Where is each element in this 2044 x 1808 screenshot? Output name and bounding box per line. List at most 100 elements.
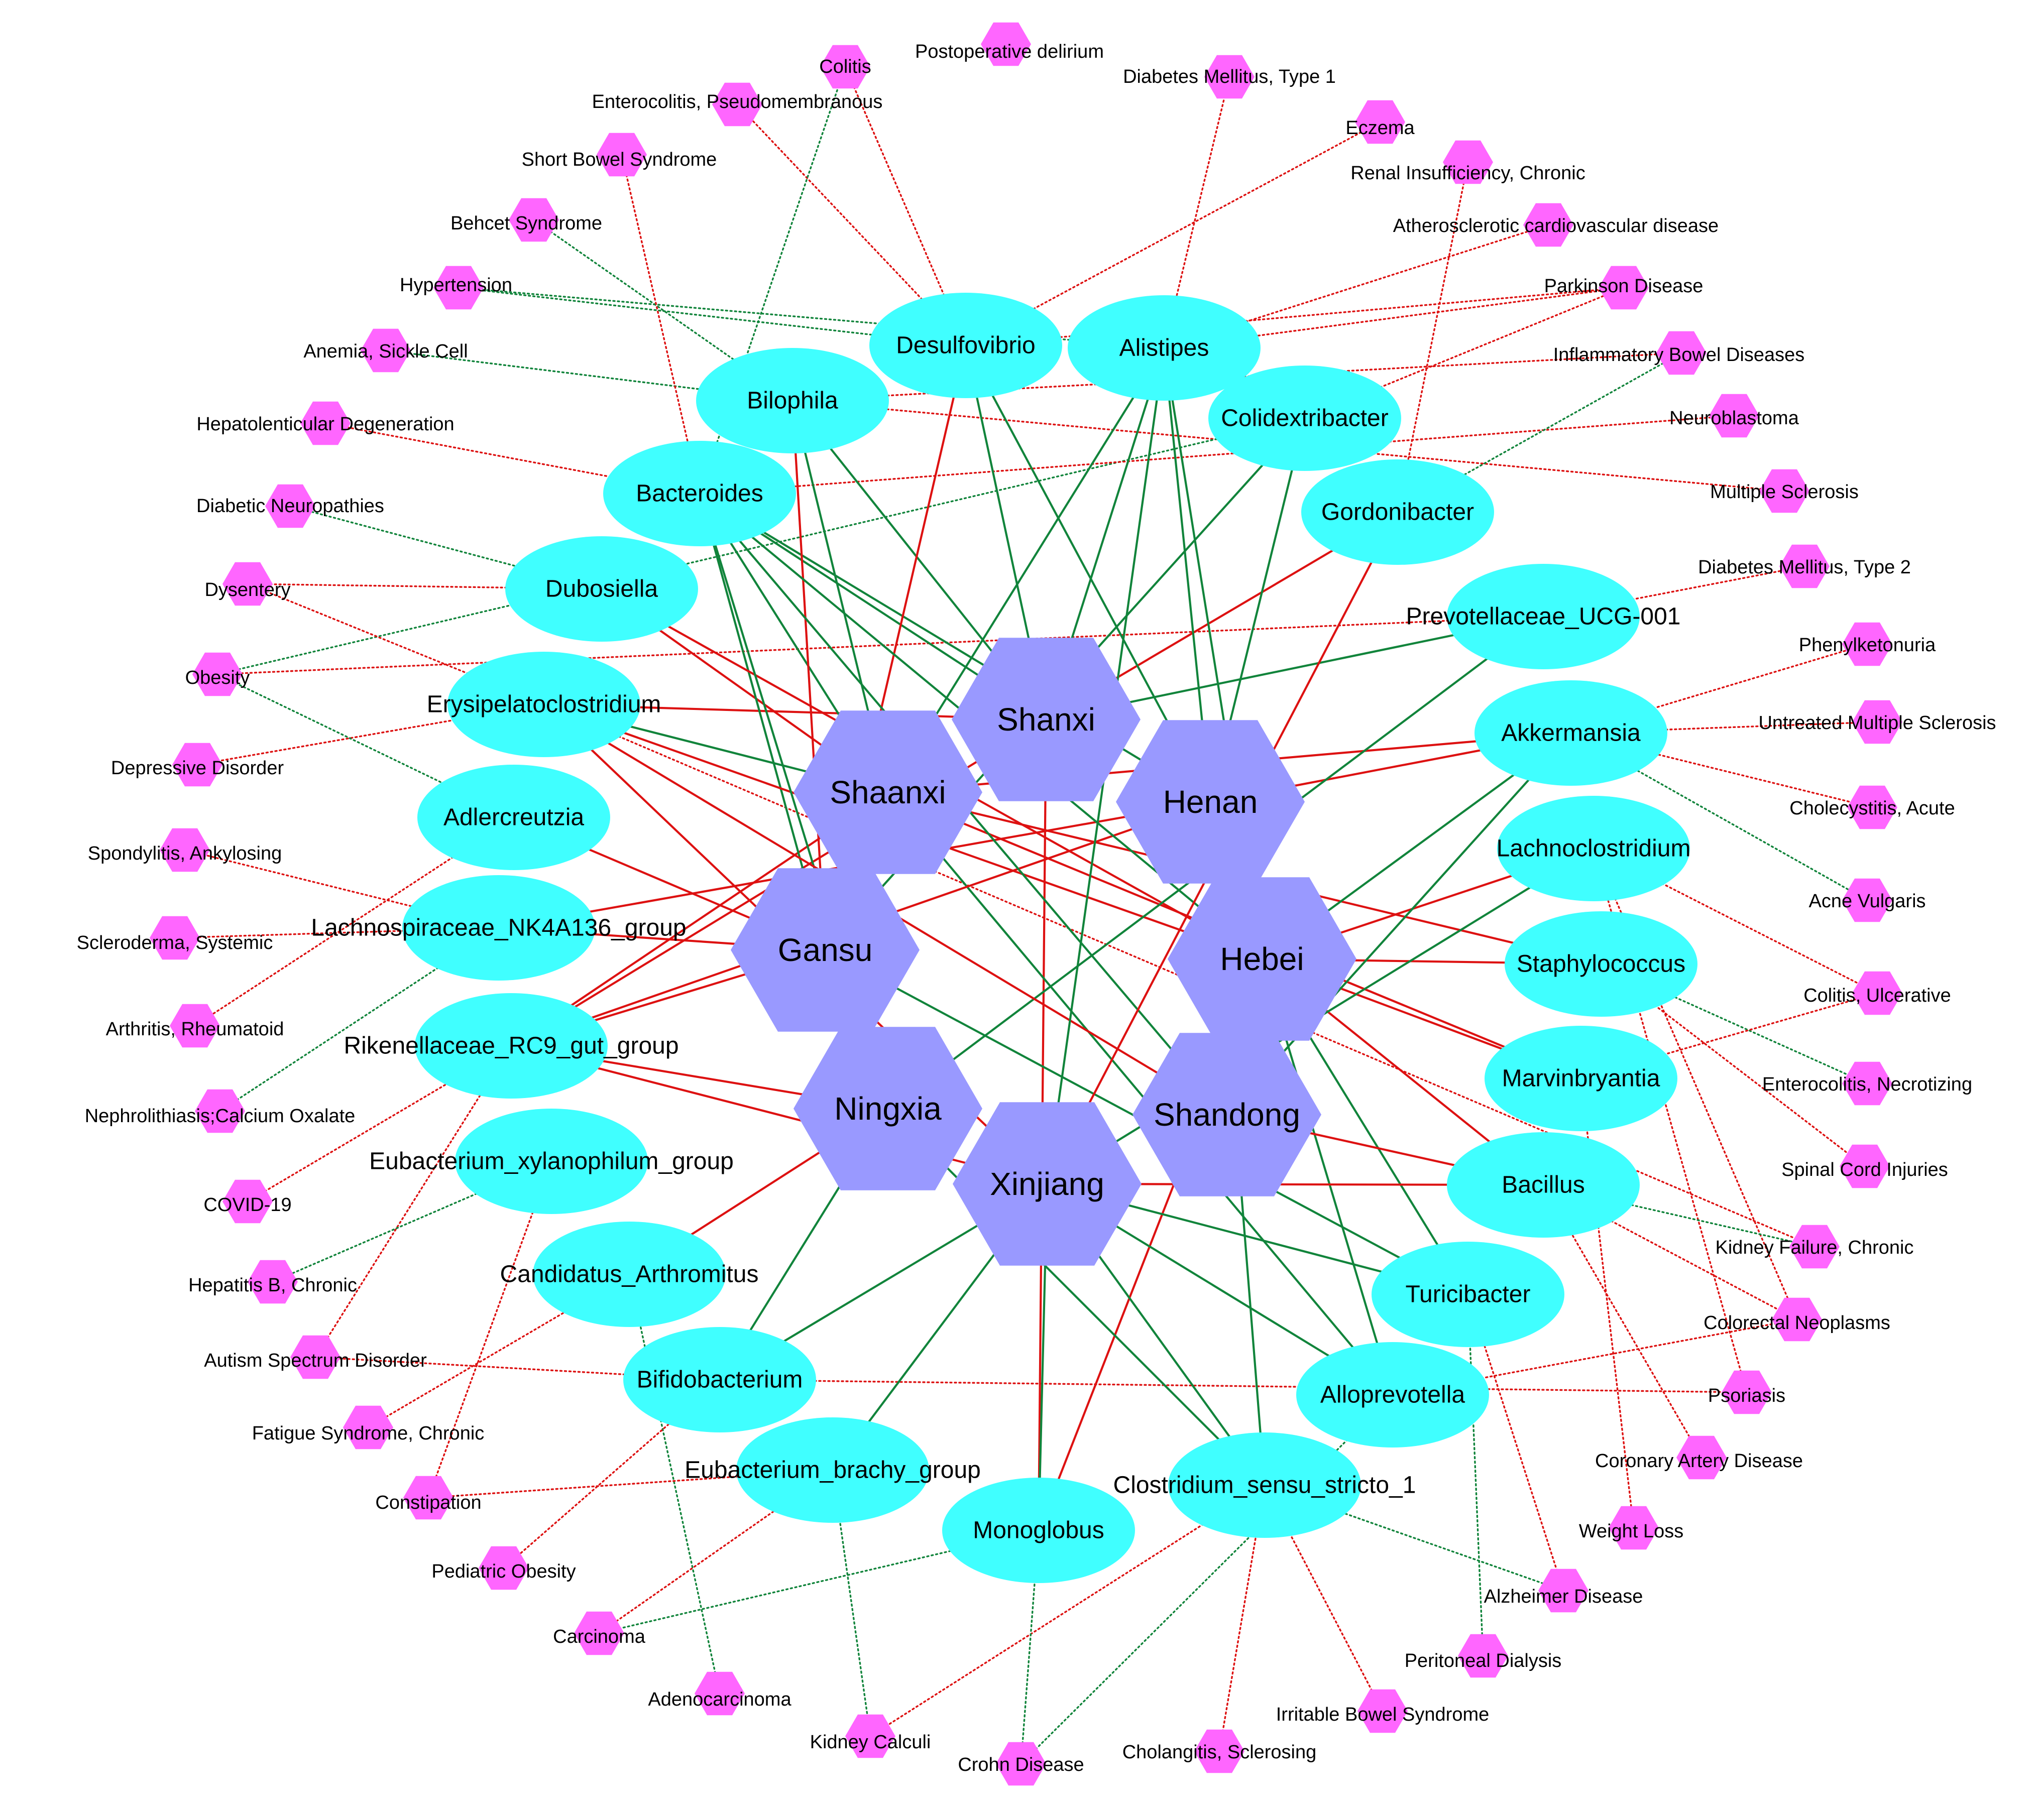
disease-node-scleroderma-systemic[interactable]: Scleroderma, Systemic [77,916,273,960]
disease-node-cholecystitis-acute[interactable]: Cholecystitis, Acute [1789,785,1955,829]
disease-node-neuroblastoma[interactable]: Neuroblastoma [1669,394,1799,438]
genus-node-akkermansia[interactable]: Akkermansia [1474,680,1667,786]
genus-node-eubacterium-brachy-group[interactable]: Eubacterium_brachy_group [685,1417,981,1523]
province-node-ningxia[interactable]: Ningxia [793,1027,982,1190]
genus-node-colidextribacter[interactable]: Colidextribacter [1208,366,1401,471]
genus-node-gordonibacter[interactable]: Gordonibacter [1301,459,1494,565]
disease-node-diabetes-mellitus-type-2[interactable]: Diabetes Mellitus, Type 2 [1698,544,1911,588]
disease-node-arthritis-rheumatoid[interactable]: Arthritis, Rheumatoid [106,1004,284,1048]
disease-node-pediatric-obesity[interactable]: Pediatric Obesity [431,1546,576,1590]
disease-node-coronary-artery-disease[interactable]: Coronary Artery Disease [1595,1435,1803,1480]
genus-node-dubosiella[interactable]: Dubosiella [505,536,698,642]
genus-node-candidatus-arthromitus[interactable]: Candidatus_Arthromitus [500,1222,759,1327]
genus-node-lachnospiraceae-nk4a136-group[interactable]: Lachnospiraceae_NK4A136_group [311,875,687,981]
genus-node-erysipelatoclostridium[interactable]: Erysipelatoclostridium [427,652,661,757]
disease-hexagon [248,1260,298,1304]
province-node-xinjiang[interactable]: Xinjiang [953,1102,1142,1266]
genus-ellipse [1372,1242,1564,1347]
disease-node-crohn-disease[interactable]: Crohn Disease [958,1742,1084,1786]
genus-node-bilophila[interactable]: Bilophila [696,348,889,453]
disease-node-renal-insufficiency-chronic[interactable]: Renal Insufficiency, Chronic [1350,140,1585,184]
genus-node-bifidobacterium[interactable]: Bifidobacterium [623,1327,816,1432]
disease-node-multiple-sclerosis[interactable]: Multiple Sclerosis [1710,469,1859,513]
disease-node-postoperative-delirium[interactable]: Postoperative delirium [915,22,1104,66]
disease-label: Arthritis, Rheumatoid [106,1019,284,1040]
genus-node-monoglobus[interactable]: Monoglobus [942,1478,1135,1583]
disease-edge-bifidobacterium-pediatric-obesity [503,1379,721,1569]
disease-node-enterocolitis-pseudomembranous[interactable]: Enterocolitis, Pseudomembranous [592,82,883,127]
disease-node-depressive-disorder[interactable]: Depressive Disorder [111,743,284,787]
genus-ellipse [1497,796,1690,901]
disease-label: Alzheimer Disease [1484,1586,1643,1607]
disease-node-constipation[interactable]: Constipation [375,1476,482,1520]
disease-node-fatigue-syndrome-chronic[interactable]: Fatigue Syndrome, Chronic [252,1405,485,1450]
disease-node-irritable-bowel-syndrome[interactable]: Irritable Bowel Syndrome [1276,1689,1490,1733]
genus-ellipse [696,348,889,453]
disease-node-colitis-ulcerative[interactable]: Colitis, Ulcerative [1803,971,1951,1015]
disease-node-colorectal-neoplasms[interactable]: Colorectal Neoplasms [1704,1297,1890,1342]
disease-node-peritoneal-dialysis[interactable]: Peritoneal Dialysis [1405,1634,1562,1678]
genus-node-bacteroides[interactable]: Bacteroides [603,441,796,546]
disease-node-alzheimer-disease[interactable]: Alzheimer Disease [1484,1569,1643,1613]
genus-node-clostridium-sensu-stricto-1[interactable]: Clostridium_sensu_stricto_1 [1113,1432,1416,1538]
genus-node-marvinbryantia[interactable]: Marvinbryantia [1485,1026,1677,1131]
disease-node-obesity[interactable]: Obesity [185,652,250,696]
disease-node-hepatitis-b-chronic[interactable]: Hepatitis B, Chronic [188,1260,357,1304]
disease-edge-bilophila-behcet-syndrome [533,219,793,402]
disease-node-spondylitis-ankylosing[interactable]: Spondylitis, Ankylosing [88,828,282,872]
disease-node-cholangitis-sclerosing[interactable]: Cholangitis, Sclerosing [1122,1729,1317,1773]
genus-node-rikenellaceae-rc9-gut-group[interactable]: Rikenellaceae_RC9_gut_group [344,993,679,1099]
disease-node-dysentery[interactable]: Dysentery [204,562,291,606]
genus-node-adlercreutzia[interactable]: Adlercreutzia [417,765,610,870]
disease-node-weight-loss[interactable]: Weight Loss [1579,1506,1683,1550]
genus-node-prevotellaceae-ucg-001[interactable]: Prevotellaceae_UCG-001 [1406,564,1681,669]
disease-node-diabetes-mellitus-type-1[interactable]: Diabetes Mellitus, Type 1 [1123,55,1336,99]
genus-node-turicibacter[interactable]: Turicibacter [1372,1242,1564,1347]
province-node-gansu[interactable]: Gansu [731,868,920,1032]
disease-edge-bacteroides-colitis [699,66,846,495]
province-node-henan[interactable]: Henan [1116,720,1305,884]
disease-node-hypertension[interactable]: Hypertension [400,266,512,310]
genus-node-alistipes[interactable]: Alistipes [1068,295,1261,401]
disease-node-kidney-failure-chronic[interactable]: Kidney Failure, Chronic [1716,1225,1914,1269]
disease-node-spinal-cord-injuries[interactable]: Spinal Cord Injuries [1781,1144,1948,1188]
disease-node-anemia-sickle-cell[interactable]: Anemia, Sickle Cell [303,328,468,373]
province-node-hebei[interactable]: Hebei [1168,877,1356,1041]
genus-ellipse [455,1109,648,1214]
genus-ellipse [869,293,1062,398]
disease-node-atherosclerotic-cardiovascular-disease[interactable]: Atherosclerotic cardiovascular disease [1393,203,1719,247]
genus-node-bacillus[interactable]: Bacillus [1447,1132,1640,1238]
genus-node-alloprevotella[interactable]: Alloprevotella [1296,1342,1489,1448]
disease-node-behcet-syndrome[interactable]: Behcet Syndrome [450,198,602,242]
disease-node-autism-spectrum-disorder[interactable]: Autism Spectrum Disorder [204,1335,427,1379]
genus-node-lachnoclostridium[interactable]: Lachnoclostridium [1497,796,1691,901]
province-node-shaanxi[interactable]: Shaanxi [793,710,982,874]
disease-node-diabetic-neuropathies[interactable]: Diabetic Neuropathies [196,484,384,528]
disease-node-psoriasis[interactable]: Psoriasis [1708,1370,1785,1414]
disease-node-acne-vulgaris[interactable]: Acne Vulgaris [1808,878,1926,922]
province-node-shandong[interactable]: Shandong [1132,1033,1321,1196]
genus-node-eubacterium-xylanophilum-group[interactable]: Eubacterium_xylanophilum_group [369,1109,734,1214]
disease-node-parkinson-disease[interactable]: Parkinson Disease [1544,266,1704,310]
disease-node-enterocolitis-necrotizing[interactable]: Enterocolitis, Necrotizing [1762,1061,1972,1106]
genus-ellipse [942,1478,1135,1583]
disease-node-phenylketonuria[interactable]: Phenylketonuria [1799,622,1936,666]
province-node-shanxi[interactable]: Shanxi [952,638,1141,801]
disease-node-inflammatory-bowel-diseases[interactable]: Inflammatory Bowel Diseases [1553,331,1805,375]
disease-node-untreated-multiple-sclerosis[interactable]: Untreated Multiple Sclerosis [1758,700,1996,744]
disease-node-covid-19[interactable]: COVID-19 [203,1179,292,1224]
disease-node-kidney-calculi[interactable]: Kidney Calculi [810,1714,931,1758]
disease-node-carcinoma[interactable]: Carcinoma [553,1611,646,1655]
disease-node-colitis[interactable]: Colitis [819,45,871,89]
genus-label: Rikenellaceae_RC9_gut_group [344,1033,678,1059]
genus-ellipse [1208,366,1401,471]
genus-node-desulfovibrio[interactable]: Desulfovibrio [869,293,1062,398]
disease-hexagon [1852,700,1902,744]
disease-node-adenocarcinoma[interactable]: Adenocarcinoma [648,1671,791,1716]
disease-node-eczema[interactable]: Eczema [1345,100,1415,144]
disease-node-nephrolithiasis-calcium-oxalate[interactable]: Nephrolithiasis;Calcium Oxalate [85,1089,356,1133]
disease-node-hepatolenticular-degeneration[interactable]: Hepatolenticular Degeneration [196,401,455,445]
province-hexagon [1168,877,1356,1041]
genus-node-staphylococcus[interactable]: Staphylococcus [1505,911,1697,1017]
disease-node-short-bowel-syndrome[interactable]: Short Bowel Syndrome [522,133,717,177]
